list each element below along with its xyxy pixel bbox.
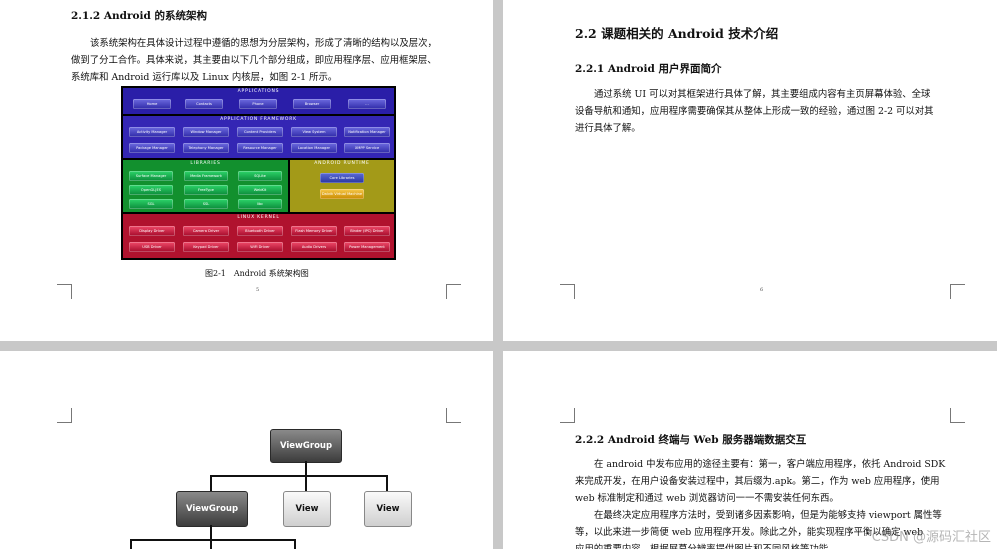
framework-box: Content Providers [237,127,283,137]
tree-connector [130,539,132,549]
tree-connector [305,461,307,475]
paragraph-decision: 在最终决定应用程序方法时，受到诸多因素影响，但是为能够支持 viewport 属… [575,507,985,549]
tree-connector [210,475,388,477]
app-box: Browser [293,99,331,109]
library-box: SGL [129,199,173,209]
android-runtime-layer: Android Runtime Core Libraries Dalvik Vi… [290,160,394,212]
paragraph-distribution: 在 android 中发布应用的途径主要有：第一，客户端应用程序，依托 Andr… [575,456,985,507]
crop-mark [446,408,461,423]
tree-connector [210,475,212,491]
page-4: 2.2.2 Android 终端与 Web 服务器端数据交互 在 android… [503,351,997,549]
crop-mark [560,408,575,423]
framework-box: View System [291,127,337,137]
para-line: web 标准制定和通过 web 浏览器访问一一不需安装任何东西。 [575,493,839,504]
kernel-box: WiFi Driver [237,242,283,252]
applications-layer: Applications Home Contacts Phone Browser… [123,88,394,114]
runtime-box: Core Libraries [320,173,364,183]
framework-box: Package Manager [129,143,175,153]
tree-connector [294,539,296,549]
para-line: 设备导航和通知，应用程序需要确保其从整体上形成一致的经验，通过图 2-2 可以对… [575,106,934,117]
kernel-box: Keypad Driver [183,242,229,252]
crop-mark [57,408,72,423]
section-heading-2-2: 2.2 课题相关的 Android 技术介绍 [575,26,779,41]
figure-caption: 图2-1 Android 系统架构图 [205,269,309,278]
kernel-box: Binder (IPC) Driver [344,226,390,236]
app-box: ... [348,99,386,109]
para-line: 在 android 中发布应用的途径主要有：第一，客户端应用程序，依托 Andr… [594,459,946,470]
page-number: 5 [256,287,260,293]
tree-connector [130,539,296,541]
library-box: SQLite [238,171,282,181]
section-heading-2-2-2: 2.2.2 Android 终端与 Web 服务器端数据交互 [575,434,807,446]
tree-connector [305,475,307,491]
framework-box: Resource Manager [237,143,283,153]
viewgroup-root-node: ViewGroup [270,429,342,463]
tree-connector [210,539,212,549]
section-heading-2-2-1: 2.2.1 Android 用户界面简介 [575,63,722,75]
crop-mark [950,284,965,299]
kernel-box: USB Driver [129,242,175,252]
para-line: 该系统架构在具体设计过程中遵循的思想为分层架构，形成了清晰的结构以及层次， [90,38,437,49]
library-box: WebKit [238,185,282,195]
para-line: 系统库和 Android 运行库以及 Linux 内核层，如图 2-1 所示。 [71,72,338,83]
crop-mark [446,284,461,299]
layer-title: Applications [237,89,280,94]
libraries-layer: Libraries Surface Manager Media Framewor… [123,160,288,212]
linux-kernel-layer: Linux Kernel Display Driver Camera Drive… [123,214,394,258]
tree-connector [210,525,212,539]
framework-box: XMPP Service [344,143,390,153]
viewgroup-child-node: ViewGroup [176,491,248,527]
para-line: 等，以此来进一步简便 web 应用程序开发。除此之外，能实现程序平衡以确定 we… [575,527,924,538]
page-1: 2.1.2 Android 的系统架构 该系统架构在具体设计过程中遵循的思想为分… [0,0,493,341]
app-box: Contacts [185,99,223,109]
framework-box: Location Manager [291,143,337,153]
para-line: 进行具体了解。 [575,123,641,134]
view-node: View [364,491,412,527]
para-line: 通过系统 UI 可以对其框架进行具体了解，其主要组成内容有主页屏幕体验、全球 [594,89,931,100]
library-box: libc [238,199,282,209]
watermark-text: CSDN @源码汇社区 [871,530,991,545]
para-line: 应用的重要内容，根据屏幕分辨率提供图片和不同风格等功能。 [575,541,985,549]
layer-title: Linux Kernel [237,215,280,220]
android-architecture-figure: Applications Home Contacts Phone Browser… [121,86,396,260]
para-line: 做到了分工合作。具体来说，其主要由以下几个部分组成，即应用程序层、应用框架层、 [71,55,437,66]
library-box: SSL [184,199,228,209]
framework-box: Notification Manager [344,127,390,137]
framework-box: Telephony Manager [183,143,229,153]
tree-connector [386,475,388,491]
crop-mark [560,284,575,299]
page-2: 2.2 课题相关的 Android 技术介绍 2.2.1 Android 用户界… [503,0,997,341]
paragraph-ui-intro: 通过系统 UI 可以对其框架进行具体了解，其主要组成内容有主页屏幕体验、全球 设… [575,86,985,137]
runtime-box: Dalvik Virtual Machine [320,189,364,199]
kernel-box: Bluetooth Driver [237,226,283,236]
framework-box: Activity Manager [129,127,175,137]
framework-box: Window Manager [183,127,229,137]
library-box: Media Framework [184,171,228,181]
app-box: Home [133,99,171,109]
view-node: View [283,491,331,527]
para-line: 在最终决定应用程序方法时，受到诸多因素影响，但是为能够支持 viewport 属… [594,510,942,521]
layer-title: Application Framework [220,117,297,122]
library-box: OpenGL|ES [129,185,173,195]
library-box: Surface Manager [129,171,173,181]
kernel-box: Display Driver [129,226,175,236]
app-box: Phone [239,99,277,109]
kernel-box: Camera Driver [183,226,229,236]
layer-title: Android Runtime [314,161,370,166]
page-number: 6 [760,287,764,293]
crop-mark [57,284,72,299]
kernel-box: Audio Drivers [291,242,337,252]
paragraph-architecture: 该系统架构在具体设计过程中遵循的思想为分层架构，形成了清晰的结构以及层次， 做到… [71,35,481,86]
para-line: 来完成开发，在用户设备安装过程中，其后缀为.apk。第二，作为 web 应用程序… [575,476,940,487]
kernel-box: Flash Memory Driver [291,226,337,236]
section-heading-2-1-2: 2.1.2 Android 的系统架构 [71,10,208,22]
library-box: FreeType [184,185,228,195]
layer-title: Libraries [190,161,221,166]
page-3: ViewGroup ViewGroup View View [0,351,493,549]
framework-layer: Application Framework Activity Manager W… [123,116,394,158]
kernel-box: Power Management [344,242,390,252]
crop-mark [950,408,965,423]
